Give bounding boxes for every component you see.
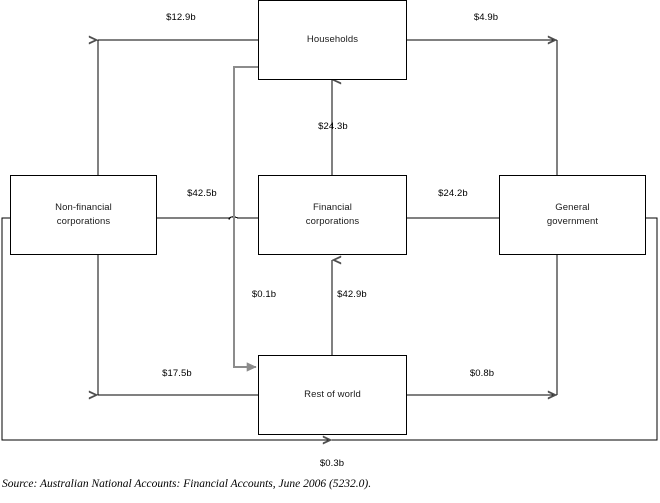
node-nonfinancial-corporations[interactable]: Non-financial corporations (10, 175, 157, 255)
node-households-label: Households (306, 34, 359, 45)
connector-restofworld-to-government (407, 255, 558, 400)
node-financial-corporations-label: Financial corporations (305, 202, 360, 227)
connector-households-to-government (407, 35, 558, 175)
flow-label-government-to-financial: $24.2b (438, 188, 468, 199)
flow-label-restofworld-to-government: $0.8b (469, 368, 495, 379)
node-financial-corporations[interactable]: Financial corporations (258, 175, 407, 255)
node-rest-of-world[interactable]: Rest of world (258, 355, 407, 435)
flow-label-financial-to-nonfinancial: $42.5b (187, 188, 217, 199)
flow-label-nonfinancial-to-government: $0.3b (319, 458, 345, 469)
flow-label-restofworld-to-financial: $42.9b (337, 289, 367, 300)
flow-label-households-to-restofworld: $0.1b (251, 289, 277, 300)
node-rest-of-world-label: Rest of world (304, 389, 361, 400)
connector-households-to-restofworld (233, 66, 258, 372)
flow-label-households-to-nonfinancial: $12.9b (166, 12, 196, 23)
flow-label-restofworld-to-nonfinancial: $17.5b (162, 368, 192, 379)
connector-nonfinancial-to-government (1, 217, 658, 445)
node-general-government-label: General government (546, 202, 599, 227)
flow-label-households-to-government: $4.9b (473, 12, 499, 23)
flow-label-financial-to-households: $24.3b (318, 121, 348, 132)
source-note: Source: Australian National Accounts: Fi… (2, 478, 372, 490)
connector-financial-to-nonfinancial (147, 213, 258, 223)
node-general-government[interactable]: General government (499, 175, 646, 255)
connector-households-to-nonfinancial (88, 35, 258, 175)
node-nonfinancial-corporations-label: Non-financial corporations (55, 202, 112, 227)
connector-restofworld-to-nonfinancial (88, 255, 258, 400)
node-households[interactable]: Households (258, 0, 407, 80)
